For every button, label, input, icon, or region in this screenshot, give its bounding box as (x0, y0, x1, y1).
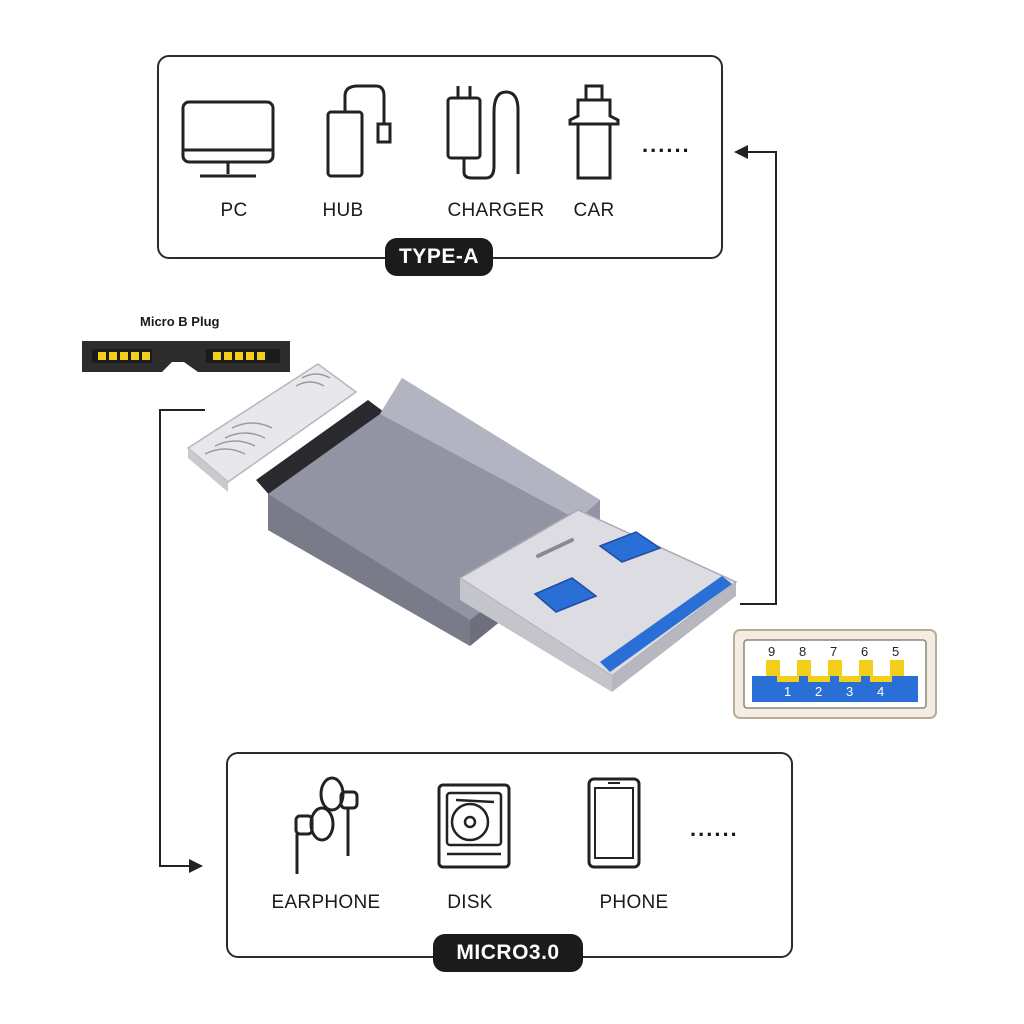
monitor-icon (181, 100, 275, 178)
arrowhead-type-a (734, 145, 748, 159)
pin-label-5: 5 (892, 644, 900, 659)
pin-label-8: 8 (799, 644, 807, 659)
more-devices-bottom: ...... (690, 816, 739, 841)
car-charger-icon (568, 84, 620, 180)
micro-b-plug-caption: Micro B Plug (140, 314, 220, 329)
label-earphone: EARPHONE (271, 892, 381, 913)
pin-label-4: 4 (877, 684, 885, 699)
arrow-to-micro (159, 409, 205, 867)
adapter-illustration (186, 363, 738, 692)
arrowhead-micro (189, 859, 203, 873)
label-car: CAR (573, 200, 615, 221)
label-disk: DISK (447, 892, 493, 913)
label-pc: PC (220, 200, 248, 221)
label-hub: HUB (322, 200, 364, 221)
pin-label-7: 7 (830, 644, 838, 659)
label-charger: CHARGER (447, 200, 545, 221)
earphone-icon (294, 776, 359, 874)
pin-label-9: 9 (768, 644, 776, 659)
phone-icon (587, 777, 641, 869)
arrow-to-type-a (740, 151, 777, 605)
micro-tag: MICRO3.0 (433, 934, 583, 972)
more-devices-top: ...... (642, 132, 691, 157)
label-phone: PHONE (599, 892, 669, 913)
charger-icon (446, 86, 520, 180)
micro-b-plug-face (82, 341, 290, 372)
pin-label-6: 6 (861, 644, 869, 659)
type-a-devices-panel (157, 55, 723, 259)
type-a-tag: TYPE-A (385, 238, 493, 276)
pin-label-2: 2 (815, 684, 823, 699)
hub-icon (326, 84, 392, 178)
pin-label-3: 3 (846, 684, 854, 699)
disk-icon (437, 783, 511, 869)
pin-label-1: 1 (784, 684, 792, 699)
